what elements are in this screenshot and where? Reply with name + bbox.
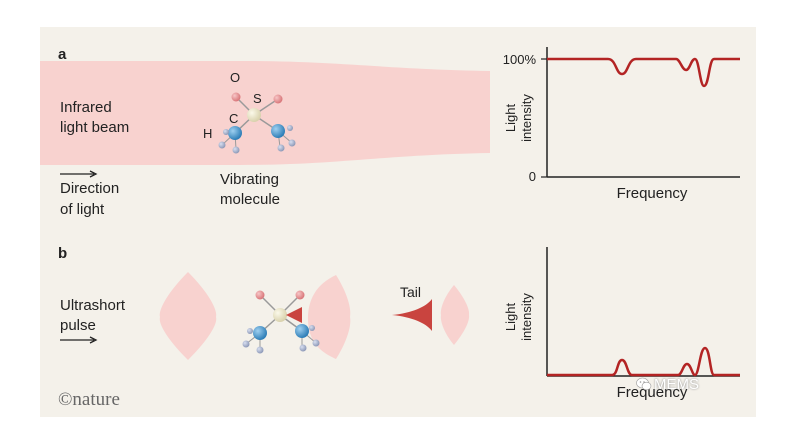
- hydrogen-atom: [232, 146, 240, 154]
- hydrogen-atom: [247, 328, 253, 334]
- infrared-beam: [40, 61, 490, 165]
- hydrogen-atom: [218, 141, 226, 149]
- oxygen-atom: [255, 290, 265, 300]
- carbon-atom: [271, 124, 285, 138]
- atom-label-o: O: [230, 70, 240, 85]
- emission-spectrum-line: [547, 346, 740, 377]
- hydrogen-atom: [312, 339, 320, 347]
- figure-panel: a Infrared light beam Direction of light…: [40, 27, 756, 417]
- atom-label-h: H: [203, 126, 212, 141]
- hydrogen-atom: [299, 344, 307, 352]
- ultrashort-pulse-shape: [159, 272, 217, 360]
- figure-svg: a Infrared light beam Direction of light…: [40, 46, 740, 410]
- hydrogen-atom: [242, 340, 250, 348]
- wechat-icon: [636, 377, 652, 391]
- hydrogen-atom: [256, 346, 264, 354]
- oxygen-atom: [231, 92, 241, 102]
- carbon-atom: [253, 326, 267, 340]
- tail-shape: [392, 299, 432, 331]
- direction-arrowhead-icon: [89, 170, 98, 178]
- spectrum-a-y-label-line1: Light: [503, 104, 518, 133]
- carbon-atom: [228, 126, 242, 140]
- absorption-spectrum-line: [547, 57, 740, 88]
- tail-label: Tail: [400, 284, 421, 300]
- spectrum-b-x-label: Frequency: [617, 384, 688, 401]
- nature-logo: ©nature: [58, 389, 120, 410]
- pulse-label-line2: pulse: [60, 317, 96, 334]
- spectrum-a-x-label: Frequency: [617, 185, 688, 202]
- pulse-arrowhead-icon: [89, 336, 98, 344]
- spectrum-b-y-label-line2: intensity: [519, 293, 534, 341]
- hydrogen-atom: [277, 144, 285, 152]
- watermark-text: MEMS: [654, 376, 699, 393]
- spectrum-a-y-label-line2: intensity: [519, 94, 534, 142]
- panel-b-label: b: [58, 245, 67, 262]
- oxygen-atom: [295, 290, 305, 300]
- hydrogen-atom: [309, 325, 315, 331]
- hydrogen-atom: [288, 139, 296, 147]
- atom-label-s: S: [253, 91, 262, 106]
- direction-label-line1: Direction: [60, 180, 119, 197]
- sulfur-atom: [247, 108, 261, 122]
- oxygen-atom: [273, 94, 283, 104]
- atom-label-c: C: [229, 111, 238, 126]
- beam-label-line1: Infrared: [60, 99, 112, 116]
- panel-a-label: a: [58, 46, 67, 63]
- y-tick-0: 0: [529, 169, 536, 184]
- hydrogen-atom: [223, 129, 229, 135]
- beam-label-line2: light beam: [60, 119, 129, 136]
- spectrum-b-y-label-line1: Light: [503, 303, 518, 332]
- pulse-label-line1: Ultrashort: [60, 297, 126, 314]
- carbon-atom: [295, 324, 309, 338]
- hydrogen-atom: [287, 125, 293, 131]
- emitted-tail-origin: [286, 307, 302, 323]
- molecule-label-line1: Vibrating: [220, 171, 279, 188]
- vibrating-molecule-a: [218, 92, 296, 154]
- interacting-pulse-shape: [308, 275, 351, 359]
- y-tick-100: 100%: [503, 52, 537, 67]
- outgoing-pulse-shape: [440, 285, 470, 345]
- sulfur-atom: [273, 308, 287, 322]
- molecule-label-line2: molecule: [220, 191, 280, 208]
- vibrating-molecule-b: [242, 290, 320, 354]
- direction-label-line2: of light: [60, 201, 105, 218]
